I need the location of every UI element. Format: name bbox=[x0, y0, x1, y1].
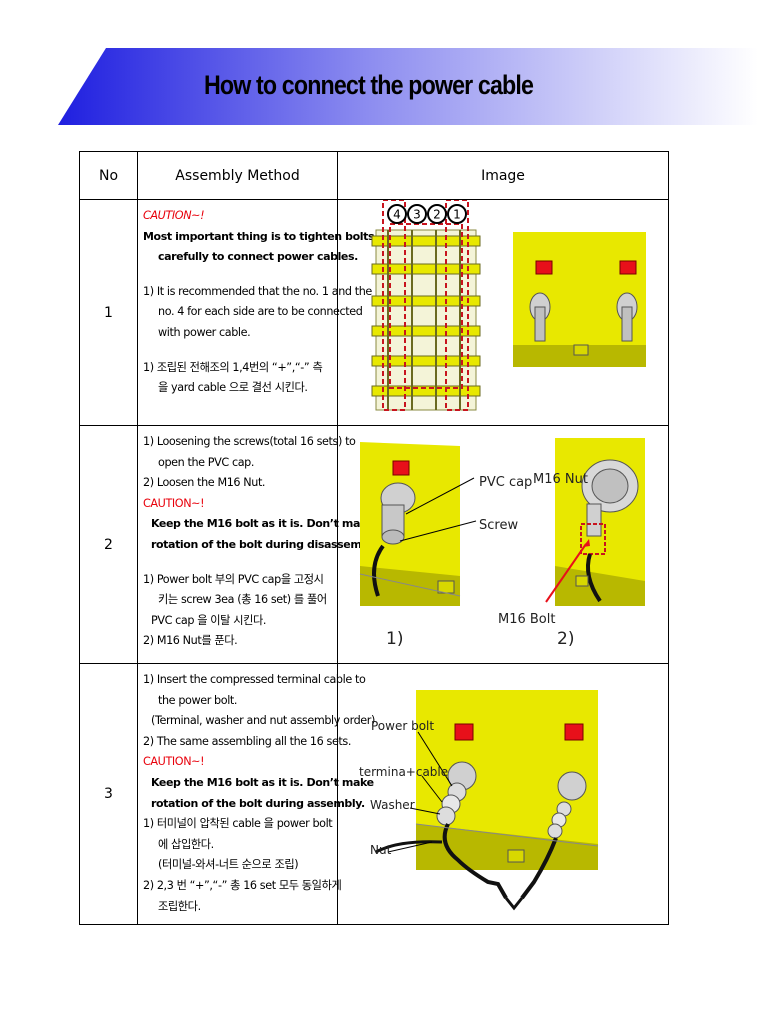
step-1-label: 1) bbox=[386, 629, 403, 649]
row-number: 1 bbox=[79, 199, 138, 426]
method-line: 조립한다. bbox=[158, 899, 201, 913]
stack-diagram: 4 3 2 1 bbox=[371, 200, 646, 411]
method-line: Keep the M16 bolt as it is. Don’t make bbox=[151, 775, 374, 789]
nut-label: Nut bbox=[370, 843, 392, 857]
pvc-cap-label: PVC cap bbox=[479, 475, 532, 490]
method-line: 1) It is recommended that the no. 1 and … bbox=[143, 284, 372, 298]
page-title: How to connect the power cable bbox=[204, 70, 534, 100]
step-2-label: 2) bbox=[557, 629, 574, 649]
caution-label: CAUTION~! bbox=[143, 209, 205, 222]
method-line: 1) Insert the compressed terminal cable … bbox=[143, 673, 366, 686]
assembly-diagram: Power bolt termina+cable Washer Nut bbox=[359, 690, 599, 911]
caution-label: CAUTION~! bbox=[143, 496, 205, 510]
m16-nut-label: M16 Nut bbox=[533, 472, 588, 487]
power-bolt-label: Power bolt bbox=[371, 719, 434, 733]
method-text: 1) Insert the compressed terminal cable … bbox=[137, 663, 375, 925]
method-line: 2) M16 Nut를 푼다. bbox=[143, 634, 238, 648]
method-line: with power cable. bbox=[158, 325, 251, 339]
bolt-arrow bbox=[545, 543, 587, 603]
method-line: 에 삽입한다. bbox=[158, 837, 214, 851]
method-line: 1) 조립된 전해조의 1,4번의 “+”,“-” 측 bbox=[143, 360, 323, 374]
screw-label: Screw bbox=[479, 518, 518, 533]
header-method: Assembly Method bbox=[137, 151, 338, 200]
method-line: 키는 screw 3ea (총 16 set) 를 풀어 bbox=[158, 593, 327, 607]
row-number: 3 bbox=[79, 663, 138, 925]
m16-nut-render bbox=[555, 438, 645, 606]
table-row: 2 1) Loosening the screws(total 16 sets)… bbox=[79, 425, 669, 664]
method-line: Keep the M16 bolt as it is. Don’t make bbox=[151, 517, 374, 531]
pvc-cap-render bbox=[359, 442, 461, 606]
method-line: carefully to connect power cables. bbox=[158, 250, 358, 264]
electrolyzer-stack-drawing bbox=[371, 229, 481, 411]
row-number: 2 bbox=[79, 425, 138, 664]
terminal-render bbox=[513, 232, 646, 367]
image-cell: Power bolt termina+cable Washer Nut bbox=[337, 663, 669, 925]
method-line: (터미널-와셔-너트 순으로 조립) bbox=[158, 858, 299, 872]
washer-label: Washer bbox=[370, 798, 415, 812]
method-line: PVC cap 을 이탈 시킨다. bbox=[151, 613, 267, 627]
circle-number: 2 bbox=[433, 208, 441, 222]
title-banner bbox=[58, 48, 758, 125]
selection-boxes bbox=[382, 200, 469, 411]
method-line: 2) 2,3 번 “+”,“-” 총 16 set 모두 동일하게 bbox=[143, 878, 342, 892]
method-text: CAUTION~! Most important thing is to tig… bbox=[137, 199, 375, 426]
method-text: 1) Loosening the screws(total 16 sets) t… bbox=[137, 425, 382, 664]
header-no: No bbox=[79, 151, 138, 200]
image-cell: PVC cap Screw M16 Nut M16 Bolt 1) 2) bbox=[337, 425, 669, 664]
method-line: no. 4 for each side are to be connected bbox=[158, 305, 363, 319]
terminal-assembly-render bbox=[375, 690, 599, 911]
method-line: 2) The same assembling all the 16 sets. bbox=[143, 734, 352, 748]
circle-number: 1 bbox=[453, 208, 461, 222]
disassembly-diagram: PVC cap Screw M16 Nut M16 Bolt 1) 2) bbox=[359, 438, 645, 649]
header-image: Image bbox=[337, 151, 669, 200]
leader-lines bbox=[399, 477, 477, 542]
circle-number: 4 bbox=[393, 208, 401, 222]
method-line: 1) Power bolt 부의 PVC cap을 고정시 bbox=[143, 572, 324, 586]
assembly-table: No Assembly Method Image 1 CAUTION~! Mos… bbox=[79, 151, 669, 925]
method-line: 1) Loosening the screws(total 16 sets) t… bbox=[143, 435, 356, 448]
method-line: Most important thing is to tighten bolts bbox=[143, 229, 375, 243]
method-line: 1) 터미널이 압착된 cable 을 power bolt bbox=[143, 817, 333, 831]
method-line: 을 yard cable 으로 결선 시킨다. bbox=[158, 381, 308, 395]
m16-bolt-label: M16 Bolt bbox=[498, 612, 555, 627]
bolt-highlight-box bbox=[580, 523, 606, 555]
caution-label: CAUTION~! bbox=[143, 755, 205, 769]
method-line: open the PVC cap. bbox=[158, 455, 255, 469]
circle-number: 3 bbox=[413, 208, 421, 222]
method-line: the power bolt. bbox=[158, 693, 238, 707]
method-line: 2) Loosen the M16 Nut. bbox=[143, 476, 266, 490]
terminal-cable-label: termina+cable bbox=[359, 765, 448, 779]
table-row: 3 1) Insert the compressed terminal cabl… bbox=[79, 663, 669, 925]
cell-number-circles: 4 3 2 1 bbox=[387, 204, 467, 224]
method-line: rotation of the bolt during assembly. bbox=[151, 796, 365, 810]
method-line: (Terminal, washer and nut assembly order… bbox=[151, 714, 375, 728]
method-line: rotation of the bolt during disassembly. bbox=[151, 537, 382, 551]
table-header-row: No Assembly Method Image bbox=[79, 151, 669, 200]
leader-lines bbox=[387, 731, 453, 853]
bolt-arrowhead bbox=[583, 539, 590, 547]
table-row: 1 CAUTION~! Most important thing is to t… bbox=[79, 199, 669, 426]
image-cell: 4 3 2 1 bbox=[337, 199, 669, 426]
